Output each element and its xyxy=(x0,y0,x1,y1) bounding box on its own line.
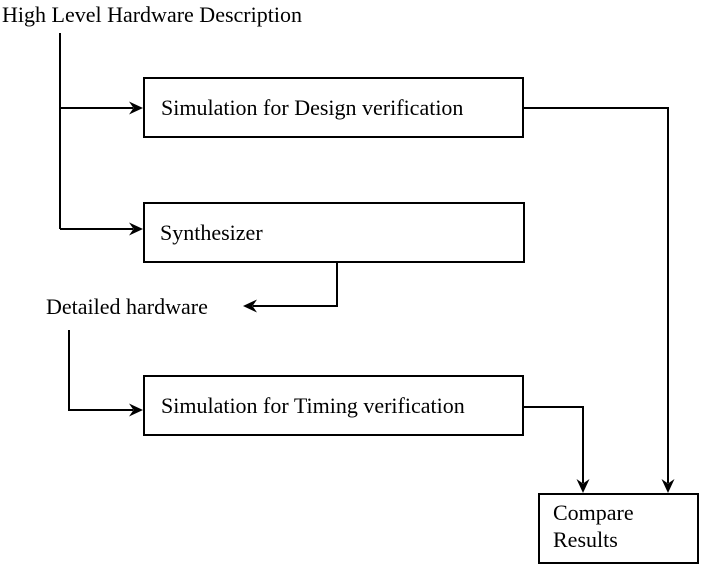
edge-simtiming-to-compare-line xyxy=(523,406,584,483)
compare-results-box: Compare Results xyxy=(538,493,699,564)
edge-simdesign-to-compare-line xyxy=(523,107,669,483)
synthesizer-box: Synthesizer xyxy=(143,202,525,263)
edge-synthesizer-to-detailed-line xyxy=(253,263,338,307)
edge-detailed-to-simtiming-line xyxy=(68,330,133,411)
arrowhead-into-simtiming xyxy=(129,403,143,417)
arrowhead-into-synthesizer xyxy=(129,222,143,236)
compare-results-label: Compare Results xyxy=(553,500,634,552)
arrowhead-into-detailed xyxy=(243,299,257,313)
arrowhead-into-simdesign xyxy=(129,101,143,115)
simulation-timing-verification-box: Simulation for Timing verification xyxy=(143,375,524,436)
simulation-timing-verification-label: Simulation for Timing verification xyxy=(161,392,465,418)
simulation-design-verification-label: Simulation for Design verification xyxy=(161,94,464,120)
arrowhead-simdesign-into-compare xyxy=(661,479,675,493)
arrowhead-simtiming-into-compare xyxy=(576,479,590,493)
simulation-design-verification-box: Simulation for Design verification xyxy=(143,77,524,138)
high-level-description-label: High Level Hardware Description xyxy=(2,2,302,27)
synthesizer-label: Synthesizer xyxy=(160,219,263,245)
detailed-hardware-label: Detailed hardware xyxy=(46,294,208,319)
